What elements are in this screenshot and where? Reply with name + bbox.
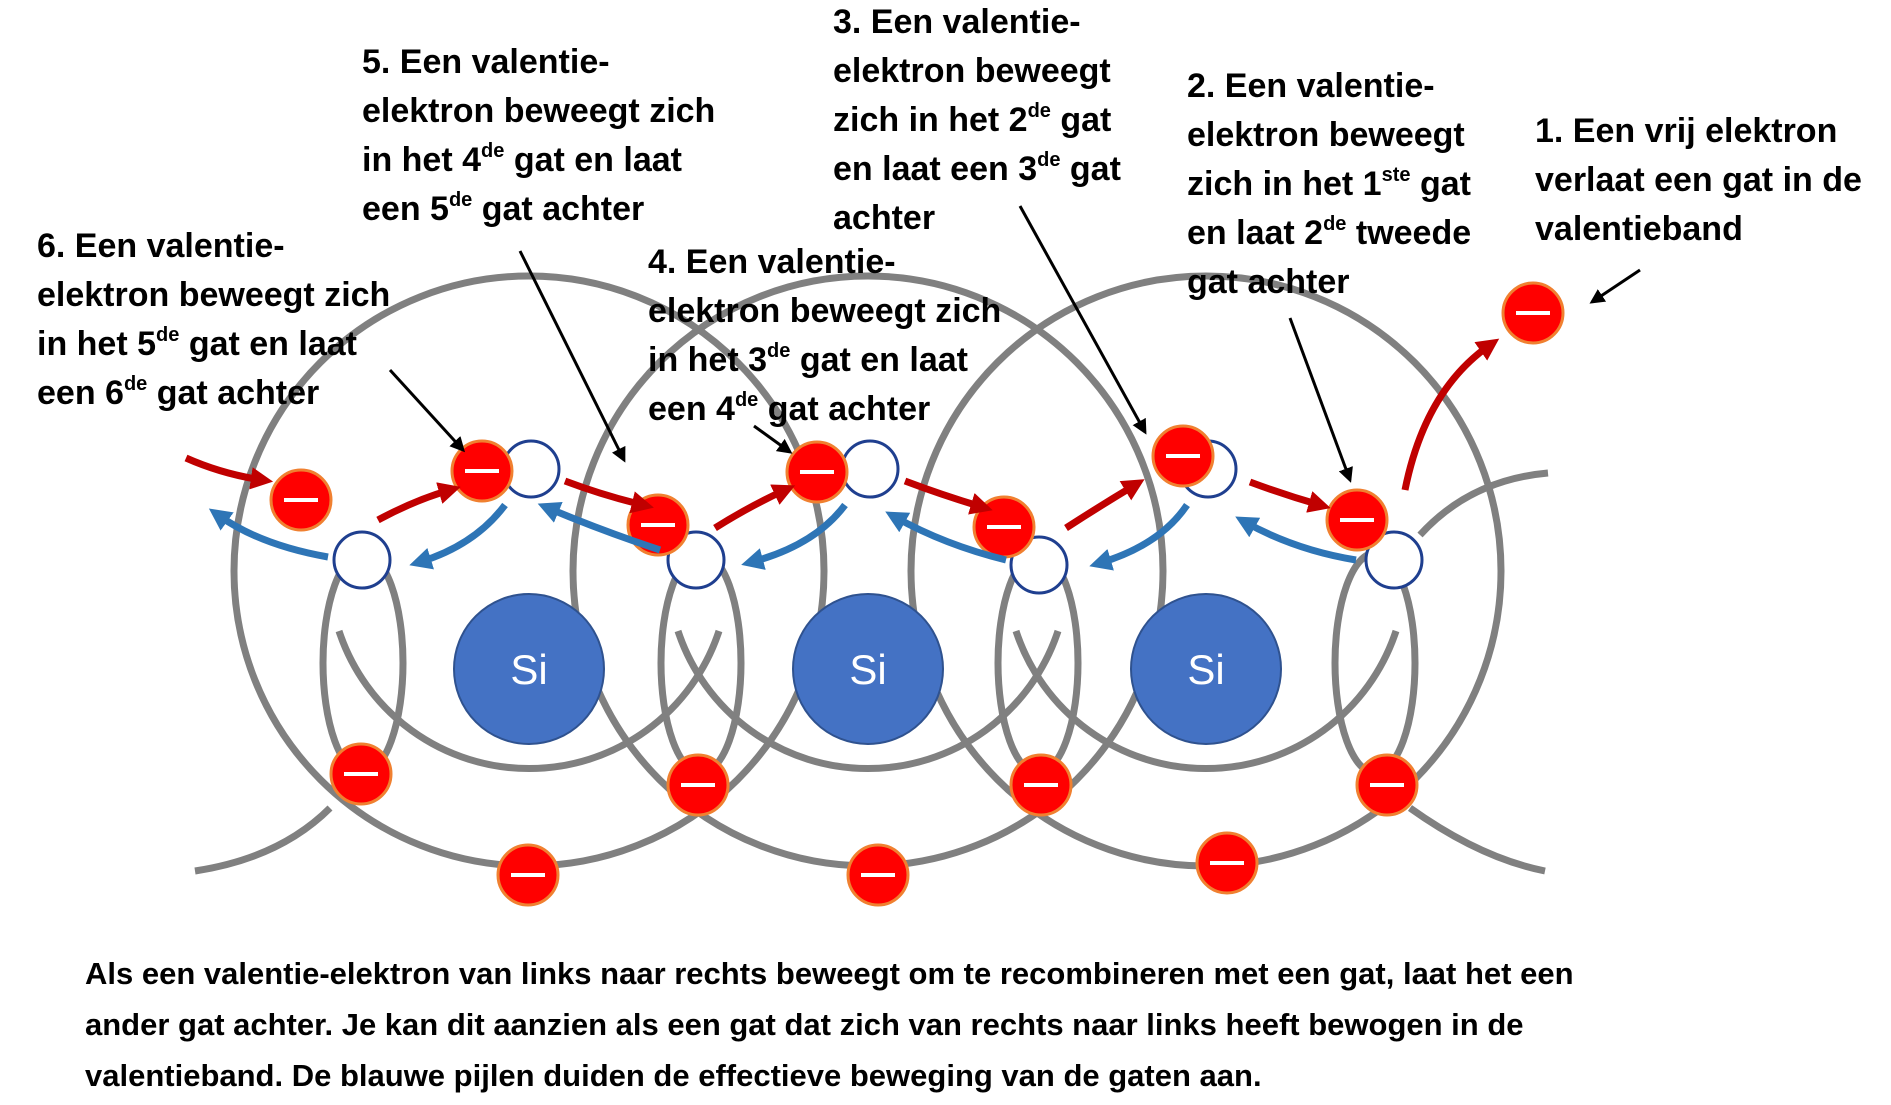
si-atom-label-2: Si	[849, 646, 886, 693]
si-atom-3	[1130, 593, 1282, 745]
step-6-line-3: in het 5de gat en laat	[37, 323, 357, 363]
step-2-line-4: en laat 2de tweede	[1187, 212, 1472, 252]
caption: Als een valentie-elektron van links naar…	[85, 948, 1574, 1101]
si-atoms: Si Si Si	[453, 593, 1282, 745]
pointer-1	[1589, 268, 1641, 304]
bond-arc-bottom-2	[674, 629, 1062, 772]
caption-line-1: Als een valentie-elektron van links naar…	[85, 956, 1574, 991]
si-atom-1	[453, 593, 605, 745]
si-atom-label-3: Si	[1187, 646, 1224, 693]
step-3-line-2: elektron beweegt	[833, 52, 1111, 90]
blue-arrow-6	[1089, 503, 1190, 571]
caption-line-3: valentieband. De blauwe pijlen duiden de…	[85, 1058, 1262, 1093]
pointer-4	[753, 424, 793, 454]
pointer-6	[388, 368, 466, 453]
bond-edge-left	[194, 805, 333, 875]
step-1-line-2: verlaat een gat in de	[1535, 161, 1862, 199]
red-arrow-2	[376, 482, 461, 524]
hole-3	[666, 530, 726, 590]
step-2-label: 2. Een valentie-elektron beweegt zich in …	[1187, 62, 1471, 307]
hole-1	[332, 530, 392, 590]
red-arrow-7	[1248, 478, 1331, 513]
hole-4	[840, 439, 900, 499]
step-3-line-5: achter	[833, 199, 936, 237]
step-1-line-1: 1. Een vrij elektron	[1535, 112, 1838, 150]
step-5-line-1: 5. Een valentie-	[362, 43, 610, 81]
red-arrow-3	[563, 477, 654, 514]
red-arrow-1	[184, 454, 274, 490]
step-4-line-1: 4. Een valentie-	[648, 243, 896, 281]
step-1-label: 1. Een vrij elektron verlaat een gat in d…	[1535, 107, 1862, 254]
red-arrow-5	[903, 477, 993, 515]
blue-arrow-5	[885, 511, 1007, 564]
step-2-line-1: 2. Een valentie-	[1187, 67, 1435, 105]
blue-arrow-4	[741, 502, 848, 570]
red-arrow-8	[1401, 338, 1500, 491]
movement-arrows	[184, 338, 1500, 571]
step-6-label: 6. Een valentie-elektron beweegt zich in …	[37, 222, 390, 418]
step-4-label: 4. Een valentie-elektron beweegt zich in …	[648, 238, 1001, 434]
step-2-line-2: elektron beweegt	[1187, 116, 1465, 154]
blue-arrow-7	[1235, 516, 1357, 564]
step-4-line-3: in het 3de gat en laat	[648, 339, 968, 379]
pointer-2	[1288, 317, 1353, 483]
step-1-line-3: valentieband	[1535, 210, 1743, 248]
step-2-line-3: zich in het 1ste gat	[1187, 163, 1471, 203]
label-pointers	[388, 205, 1641, 483]
step-6-line-1: 6. Een valentie-	[37, 227, 285, 265]
si-atom-label-1: Si	[510, 646, 547, 693]
step-3-label: 3. Een valentie-elektron beweegt zich in …	[833, 0, 1121, 243]
bond-edge-top-right	[1417, 469, 1549, 538]
step-5-line-3: in het 4de gat en laat	[362, 139, 682, 179]
red-arrow-4	[713, 484, 796, 531]
step-6-line-4: een 6de gat achter	[37, 372, 320, 412]
step-3-line-3: zich in het 2de gat	[833, 99, 1112, 139]
step-5-line-2: elektron beweegt zich	[362, 92, 716, 130]
electrons	[269, 281, 1565, 907]
si-atom-2	[792, 593, 944, 745]
blue-arrow-3	[537, 502, 662, 554]
step-5-line-4: een 5de gat achter	[362, 188, 645, 228]
red-arrow-6	[1064, 479, 1145, 531]
pointer-3	[1018, 205, 1147, 435]
hole-5	[1009, 535, 1069, 595]
caption-line-2: ander gat achter. Je kan dit aanzien als…	[85, 1007, 1524, 1042]
hole-7	[1364, 530, 1424, 590]
step-4-line-2: elektron beweegt zich	[648, 292, 1002, 330]
blue-arrow-1	[208, 508, 329, 561]
step-4-line-4: een 4de gat achter	[648, 388, 931, 428]
bond-arc-bottom-3	[1012, 629, 1400, 772]
pointer-5	[518, 250, 626, 463]
step-5-label: 5. Een valentie-elektron beweegt zich in …	[362, 38, 715, 234]
blue-arrow-2	[409, 502, 508, 570]
bond-edge-right	[1407, 805, 1546, 875]
step-6-line-2: elektron beweegt zich	[37, 276, 391, 314]
step-3-line-4: en laat een 3de gat	[833, 148, 1121, 188]
step-3-line-1: 3. Een valentie-	[833, 3, 1081, 41]
step-2-line-5: gat achter	[1187, 263, 1350, 301]
bond-arc-bottom-1	[335, 629, 723, 772]
